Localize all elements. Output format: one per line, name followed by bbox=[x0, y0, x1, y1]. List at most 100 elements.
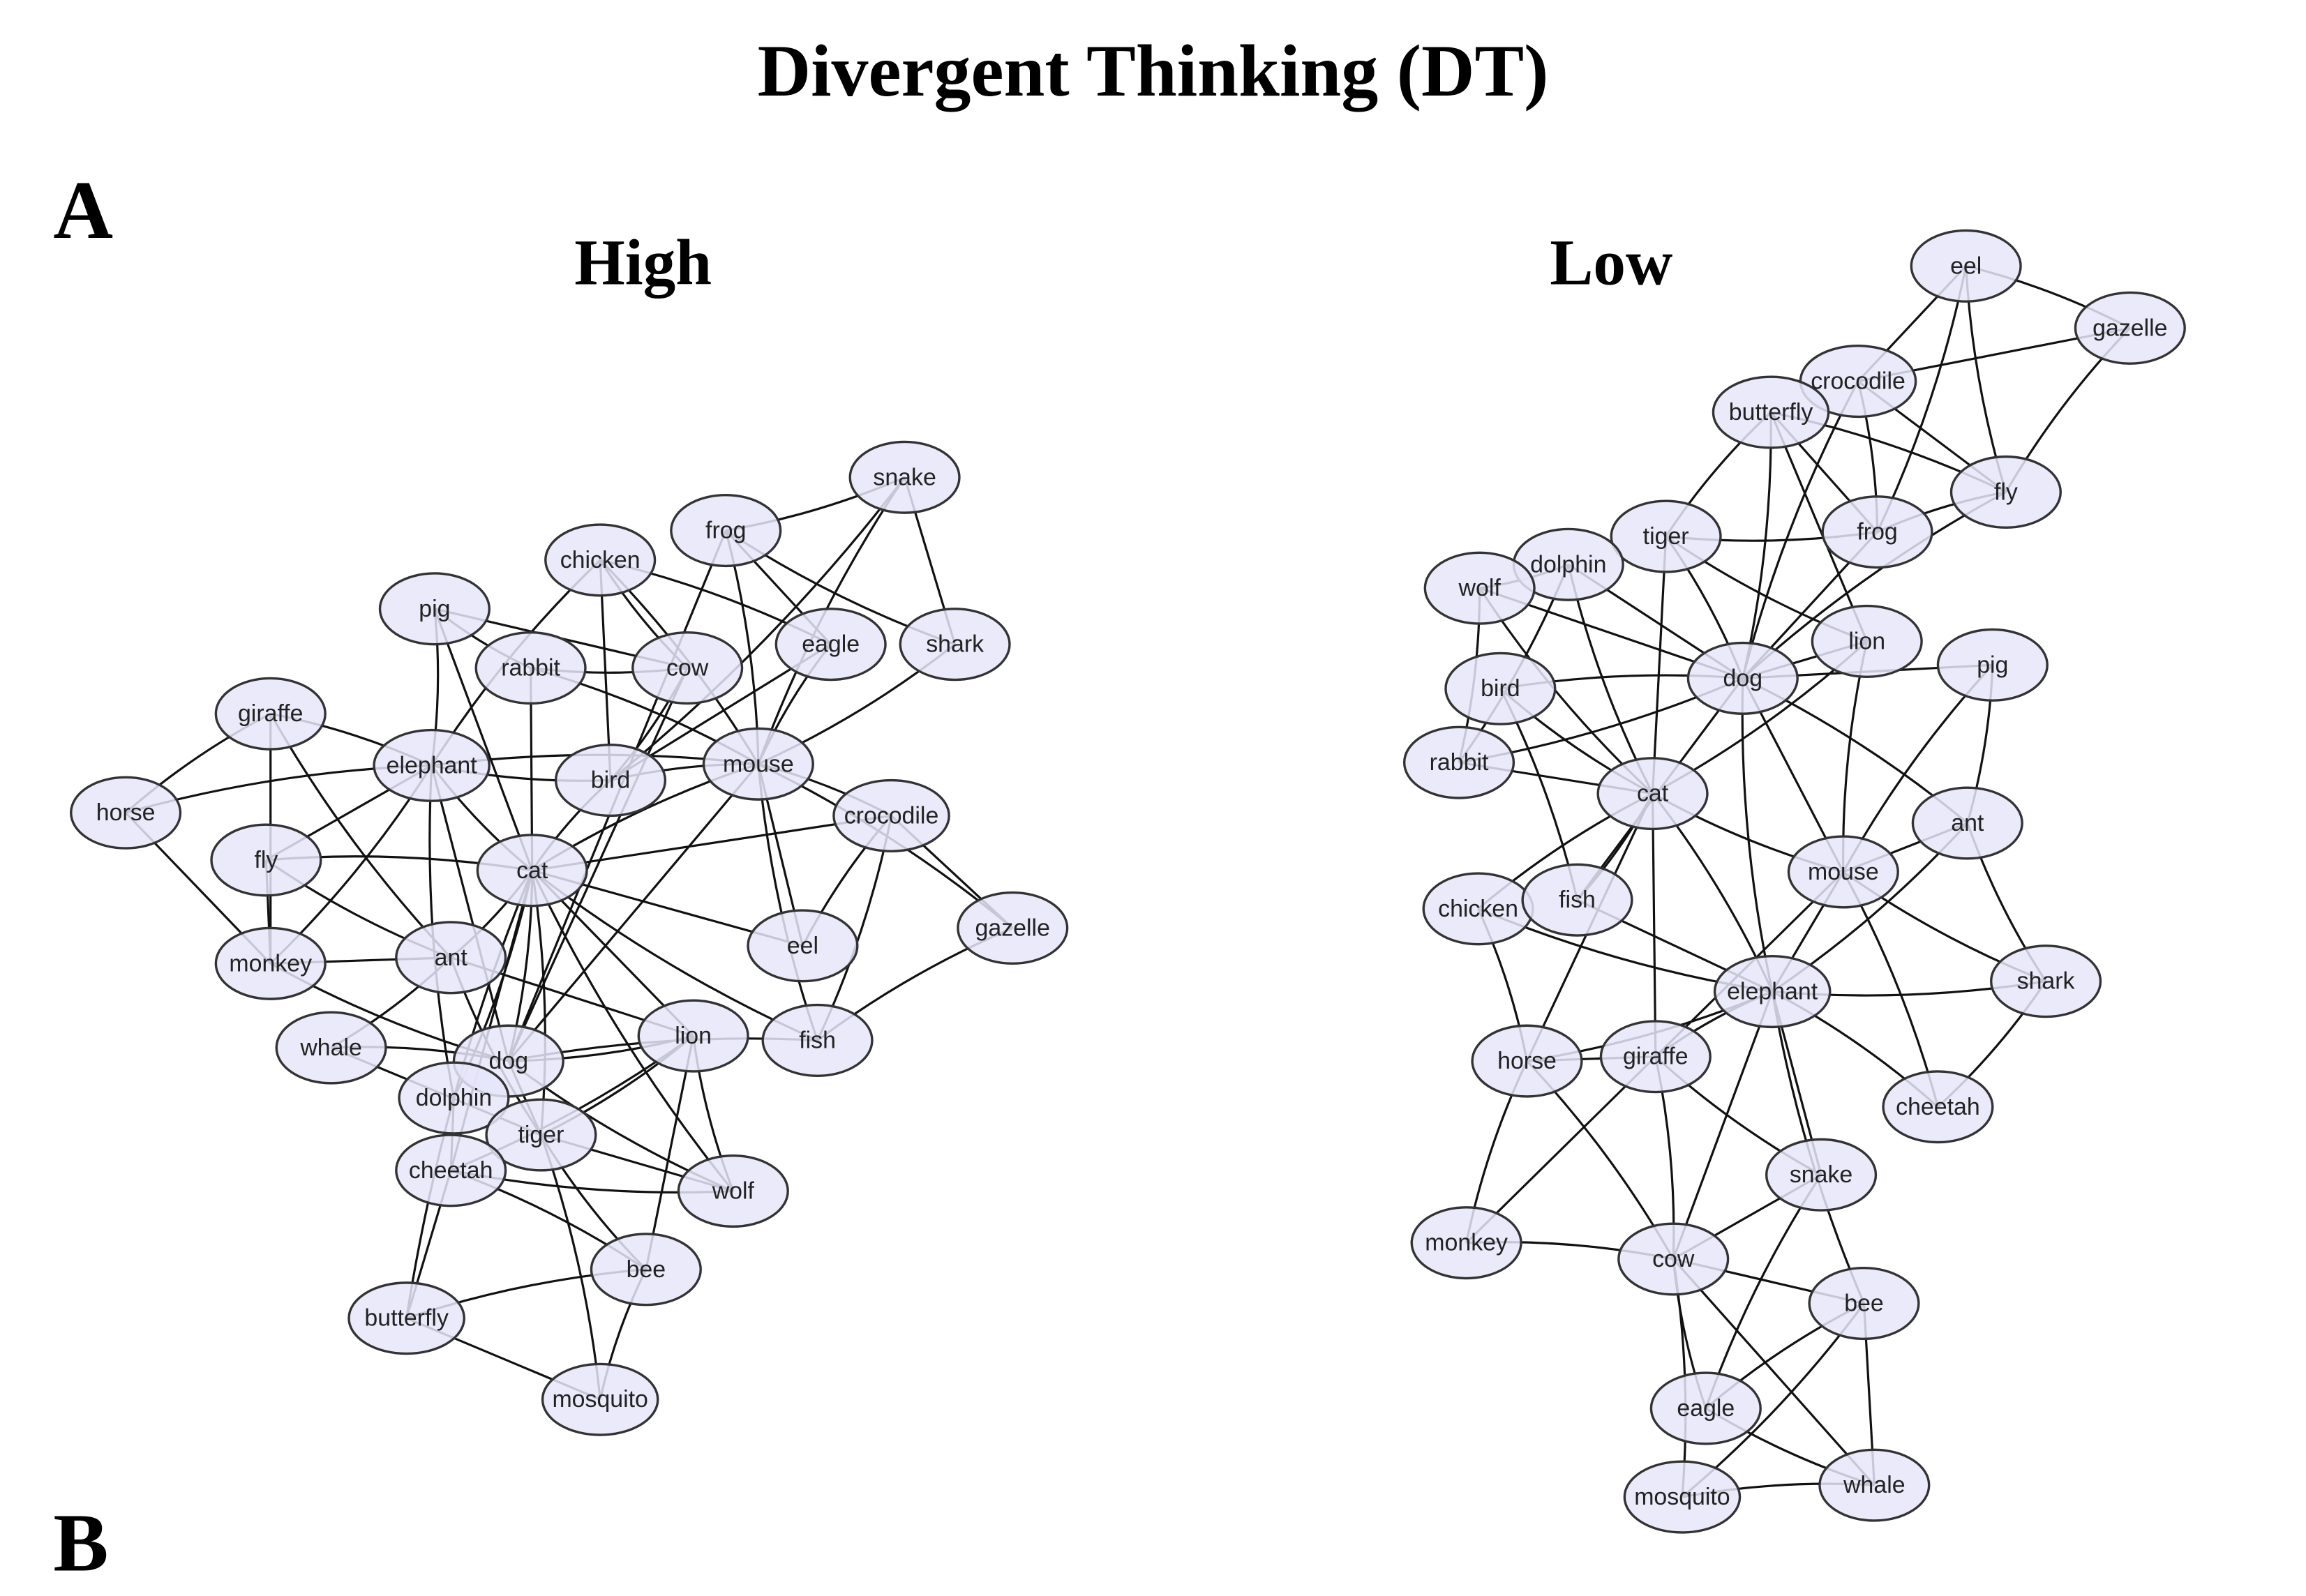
node-frog bbox=[1821, 495, 1933, 569]
node-label: crocodile bbox=[1811, 368, 1906, 395]
edge-snake-eagle bbox=[1705, 1174, 1822, 1409]
node-label: dolphin bbox=[1530, 551, 1606, 578]
node-label: eel bbox=[1950, 253, 1982, 279]
node-label: dog bbox=[1723, 665, 1763, 691]
node-label: bee bbox=[627, 1256, 666, 1283]
node-elephant bbox=[373, 728, 491, 802]
network-label-high: High bbox=[574, 227, 712, 299]
node-ant bbox=[395, 921, 507, 995]
node-label: giraffe bbox=[1623, 1044, 1689, 1070]
node-mosquito bbox=[1623, 1460, 1742, 1534]
node-label: chicken bbox=[560, 547, 641, 573]
edge-mouse-fish bbox=[757, 764, 819, 1041]
node-label: bird bbox=[591, 767, 631, 794]
node-pig bbox=[378, 572, 491, 646]
node-shark bbox=[899, 608, 1011, 682]
node-label: monkey bbox=[1425, 1230, 1508, 1256]
node-bird bbox=[554, 744, 667, 818]
node-frog bbox=[670, 494, 782, 568]
node-tiger bbox=[1610, 499, 1722, 573]
figure-title: Divergent Thinking (DT) bbox=[758, 30, 1549, 112]
edge-mouse-dog bbox=[507, 763, 760, 1062]
edge-elephant-dog bbox=[430, 765, 510, 1062]
node-label: pig bbox=[419, 596, 450, 622]
node-label: dolphin bbox=[416, 1085, 492, 1111]
node-label: cat bbox=[1637, 781, 1669, 807]
network-label-low: Low bbox=[1550, 227, 1672, 299]
node-label: cow bbox=[1652, 1246, 1695, 1272]
node-label: mosquito bbox=[1634, 1484, 1730, 1510]
node-dog bbox=[1686, 641, 1799, 715]
node-eagle bbox=[774, 608, 887, 682]
node-lion bbox=[1811, 604, 1923, 678]
node-tiger bbox=[485, 1098, 597, 1172]
node-eel bbox=[747, 909, 859, 983]
node-label: rabbit bbox=[1430, 749, 1489, 776]
node-label: snake bbox=[873, 464, 936, 490]
node-whale bbox=[1818, 1448, 1931, 1522]
node-label: fly bbox=[1994, 479, 2018, 505]
node-label: cheetah bbox=[1896, 1094, 1980, 1120]
node-gazelle bbox=[957, 891, 1069, 965]
node-label: giraffe bbox=[238, 700, 304, 727]
edge-elephant-cow bbox=[1672, 991, 1774, 1260]
node-mouse bbox=[1787, 835, 1899, 909]
node-elephant bbox=[1713, 954, 1832, 1029]
node-label: tiger bbox=[1643, 523, 1689, 550]
node-bee bbox=[590, 1233, 702, 1307]
node-wolf bbox=[1423, 551, 1536, 625]
node-label: snake bbox=[1790, 1161, 1852, 1188]
node-snake bbox=[1765, 1138, 1878, 1212]
node-label: dog bbox=[489, 1048, 529, 1074]
node-label: frog bbox=[1857, 519, 1897, 545]
node-label: shark bbox=[926, 631, 984, 658]
node-label: fish bbox=[1559, 887, 1596, 913]
node-label: wolf bbox=[712, 1178, 755, 1205]
node-snake bbox=[848, 440, 961, 514]
node-wolf bbox=[677, 1154, 789, 1228]
node-chicken bbox=[544, 523, 657, 597]
node-butterfly bbox=[347, 1281, 465, 1355]
node-label: ant bbox=[1951, 810, 1984, 836]
node-label: mouse bbox=[1808, 859, 1879, 885]
node-label: mouse bbox=[723, 751, 794, 777]
node-label: bird bbox=[1481, 675, 1520, 702]
node-fish bbox=[1521, 863, 1633, 937]
node-label: cat bbox=[516, 857, 548, 884]
node-label: fish bbox=[799, 1027, 836, 1053]
node-horse bbox=[70, 776, 182, 850]
node-label: cheetah bbox=[409, 1157, 493, 1184]
node-horse bbox=[1471, 1024, 1583, 1098]
node-cat bbox=[476, 834, 588, 908]
node-label: lion bbox=[675, 1023, 712, 1049]
panel-label-a: A bbox=[53, 164, 113, 256]
node-whale bbox=[275, 1011, 387, 1085]
node-lion bbox=[637, 999, 749, 1073]
node-label: butterfly bbox=[364, 1305, 449, 1332]
node-label: rabbit bbox=[501, 655, 560, 682]
node-mouse bbox=[702, 727, 814, 801]
node-gazelle bbox=[2074, 291, 2186, 365]
edge-cat-giraffe bbox=[1651, 793, 1657, 1057]
node-pig bbox=[1936, 628, 2049, 702]
node-label: butterfly bbox=[1729, 399, 1813, 426]
node-label: eagle bbox=[802, 631, 860, 658]
node-label: tiger bbox=[518, 1122, 564, 1148]
edge-cat-wolf bbox=[531, 870, 735, 1192]
node-label: horse bbox=[1497, 1048, 1557, 1074]
node-dolphin bbox=[398, 1061, 510, 1135]
node-cheetah bbox=[1882, 1070, 1994, 1144]
node-label: chicken bbox=[1438, 896, 1518, 922]
node-fly bbox=[210, 823, 322, 897]
node-label: frog bbox=[705, 518, 746, 544]
node-label: eel bbox=[787, 933, 818, 959]
node-rabbit bbox=[474, 631, 587, 705]
node-giraffe bbox=[214, 677, 327, 751]
node-label: pig bbox=[1977, 652, 2008, 678]
edge-tiger-cat bbox=[1651, 536, 1668, 794]
node-crocodile bbox=[832, 778, 950, 852]
node-eel bbox=[1910, 229, 2022, 303]
node-label: ant bbox=[435, 944, 468, 971]
